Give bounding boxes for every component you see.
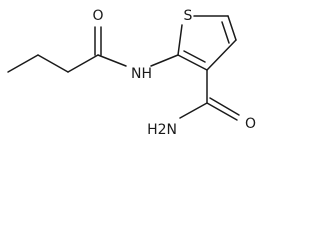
carboxamide-nh2-label: H2N — [147, 122, 177, 138]
ring-bond-c5-c4 — [227, 15, 237, 41]
amide-nh-label: NH — [131, 66, 152, 82]
chemical-structure: O NH S H2N O — [7, 8, 256, 138]
bond-nh-thiophene — [150, 54, 179, 67]
carboxamide-co-bond-b — [209, 97, 240, 116]
carboxamide-carbonyl-double-bond — [206, 97, 240, 121]
ring-bond-c4-c3 — [206, 39, 237, 71]
ring-bond-c4-c5-inner — [221, 21, 230, 44]
ring-bond-c3-c2-inner — [183, 50, 206, 63]
bond-ch2-carbonyl — [67, 54, 99, 73]
bond-carboxamide-nh2 — [179, 102, 208, 119]
ring-bond-c3-c2 — [177, 54, 208, 71]
amide-oxygen-label: O — [92, 8, 103, 24]
carboxamide-oxygen-label: O — [245, 116, 256, 132]
amide-carbonyl-double-bond — [94, 26, 102, 56]
thiophene-ring — [177, 15, 237, 71]
bond-ch2-ch2 — [37, 54, 69, 73]
bond-ch3-ch2 — [7, 54, 39, 73]
ring-bond-c2-s — [177, 24, 183, 56]
thiophene-sulfur-label: S — [184, 8, 193, 24]
bond-carbonyl-nh — [97, 54, 127, 67]
carboxamide-co-bond-a — [206, 102, 238, 121]
butyl-chain-bonds — [7, 54, 99, 73]
